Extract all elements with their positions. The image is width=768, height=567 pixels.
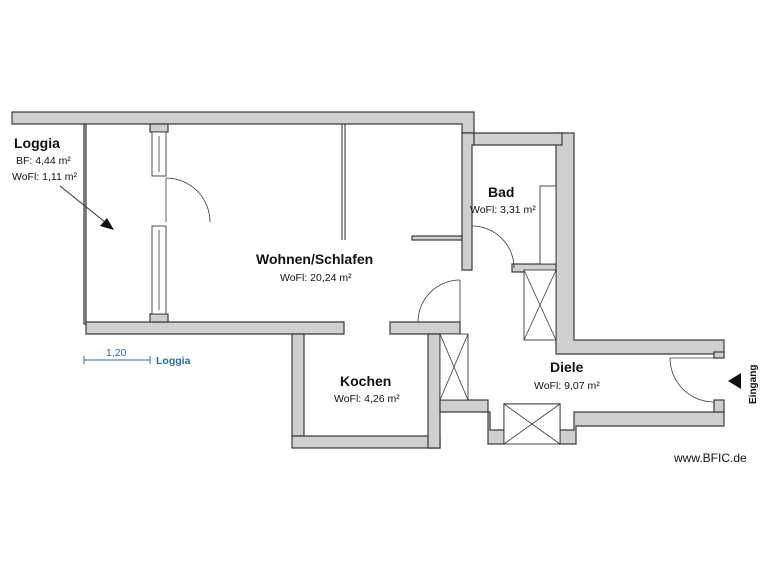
wall-stub-loggia-1 [149, 123, 169, 133]
room-diele-wofl: WoFl: 9,07 m² [534, 380, 600, 392]
wall-bad-top [473, 132, 563, 146]
entrance-label: Eingang [748, 365, 759, 404]
interior-lines [151, 124, 561, 445]
entrance-arrow-icon [728, 373, 741, 389]
watermark: www.BFIC.de [673, 451, 747, 465]
loggia-arrow [59, 185, 114, 230]
wall-kitchen-top-right [389, 321, 461, 335]
wall-top [11, 111, 475, 134]
room-kochen-wofl: WoFl: 4,26 m² [334, 393, 400, 405]
shaft-diele-x2 [523, 269, 557, 341]
wall-diele-bottom [439, 399, 725, 445]
door-living-arc [417, 279, 461, 323]
room-bad-wofl: WoFl: 3,31 m² [470, 204, 536, 216]
wall-short-living [411, 235, 463, 241]
door-loggia-arc [165, 177, 211, 223]
dimension-value: 1,20 [106, 347, 127, 359]
room-loggia-name: Loggia [14, 135, 60, 151]
wall-diele-top [555, 132, 725, 355]
room-bad-name: Bad [488, 184, 514, 200]
wall-stub-loggia-2 [149, 313, 169, 323]
wall-living-bottom [85, 321, 345, 335]
wall-kitchen-bottom [291, 435, 441, 449]
bath-shaft [539, 185, 557, 265]
loggia-arrow-head [100, 218, 114, 230]
room-diele-name: Diele [550, 359, 584, 375]
room-loggia-bf: BF: 4,44 m² [16, 155, 71, 167]
wall-loggia-left [83, 123, 87, 325]
dimension-label: Loggia [156, 355, 191, 367]
room-kochen-name: Kochen [340, 373, 391, 389]
wall-kitchen-right [427, 333, 441, 449]
room-loggia-wofl: WoFl: 1,11 m² [12, 171, 77, 183]
shaft-kitchen-x2 [439, 333, 469, 401]
wall-kitchen-left [291, 333, 305, 437]
wall-entry-stub-top [713, 351, 725, 359]
loggia-arrow-shaft [59, 185, 111, 227]
room-wohnen-wofl: WoFl: 20,24 m² [280, 272, 352, 284]
room-wohnen-name: Wohnen/Schlafen [256, 251, 373, 267]
shaft-bottom-x2 [503, 403, 561, 445]
door-entry-arc [669, 357, 715, 403]
wall-entry-stub-bottom [713, 399, 725, 413]
dimension-loggia: 1,20 Loggia [83, 347, 191, 367]
doors [165, 177, 720, 403]
door-bad-arc [471, 225, 515, 269]
